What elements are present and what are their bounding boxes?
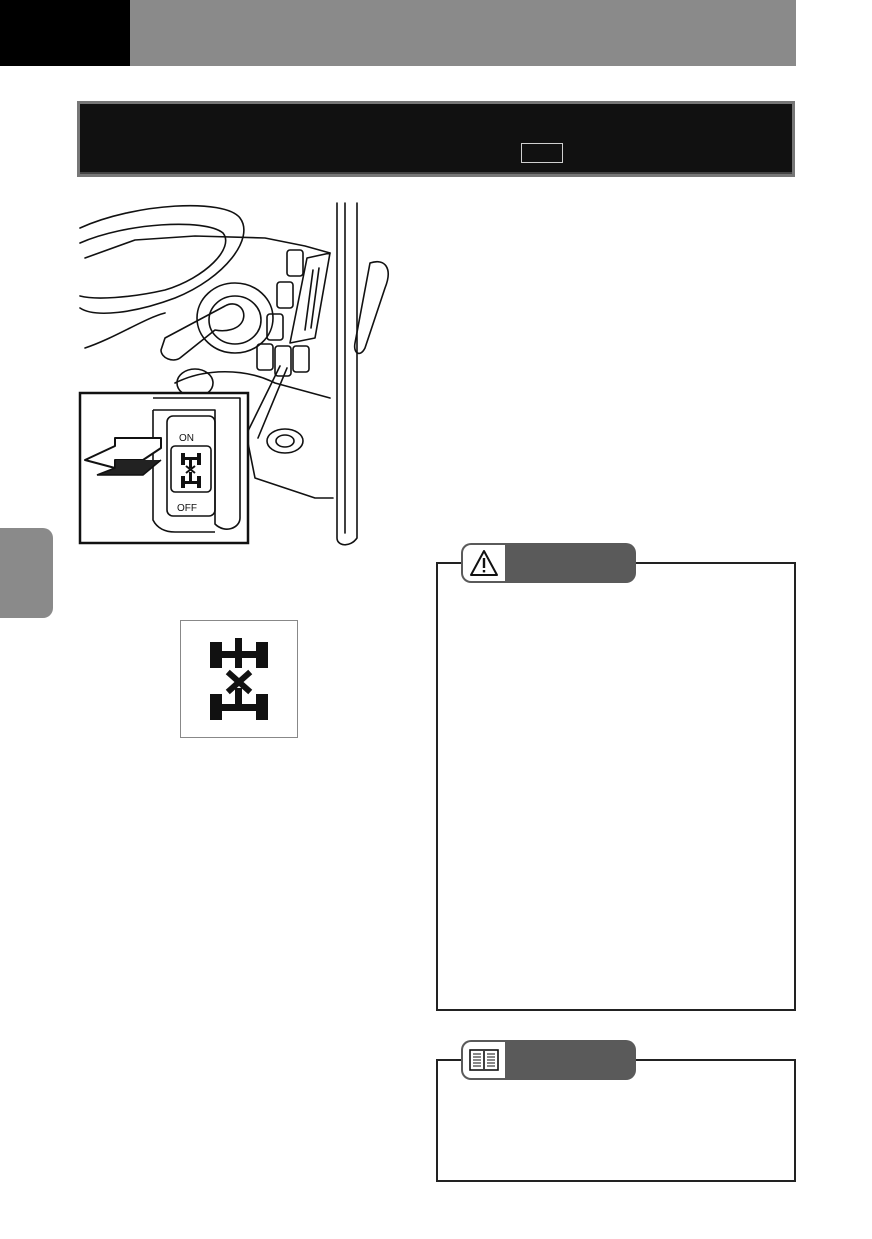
section-badge [521,143,563,163]
section-title-bar [77,101,795,177]
mini-axle-lock-icon [181,453,201,488]
dashboard-switch-illustration: ON OFF [78,202,389,546]
warning-triangle-icon [470,550,498,576]
switch-on-label: ON [179,433,194,444]
note-icon-cell [463,1042,505,1078]
note-header [461,1040,636,1080]
chapter-side-tab [0,528,53,618]
page-corner-block [0,0,130,66]
warning-box [436,562,796,1011]
open-book-icon [469,1049,499,1071]
page-header-band [130,0,796,66]
axle-lock-symbol [180,620,298,738]
warning-header [461,543,636,583]
warning-icon-cell [463,545,505,581]
section-title-inner [80,104,792,174]
switch-off-label: OFF [177,503,197,514]
